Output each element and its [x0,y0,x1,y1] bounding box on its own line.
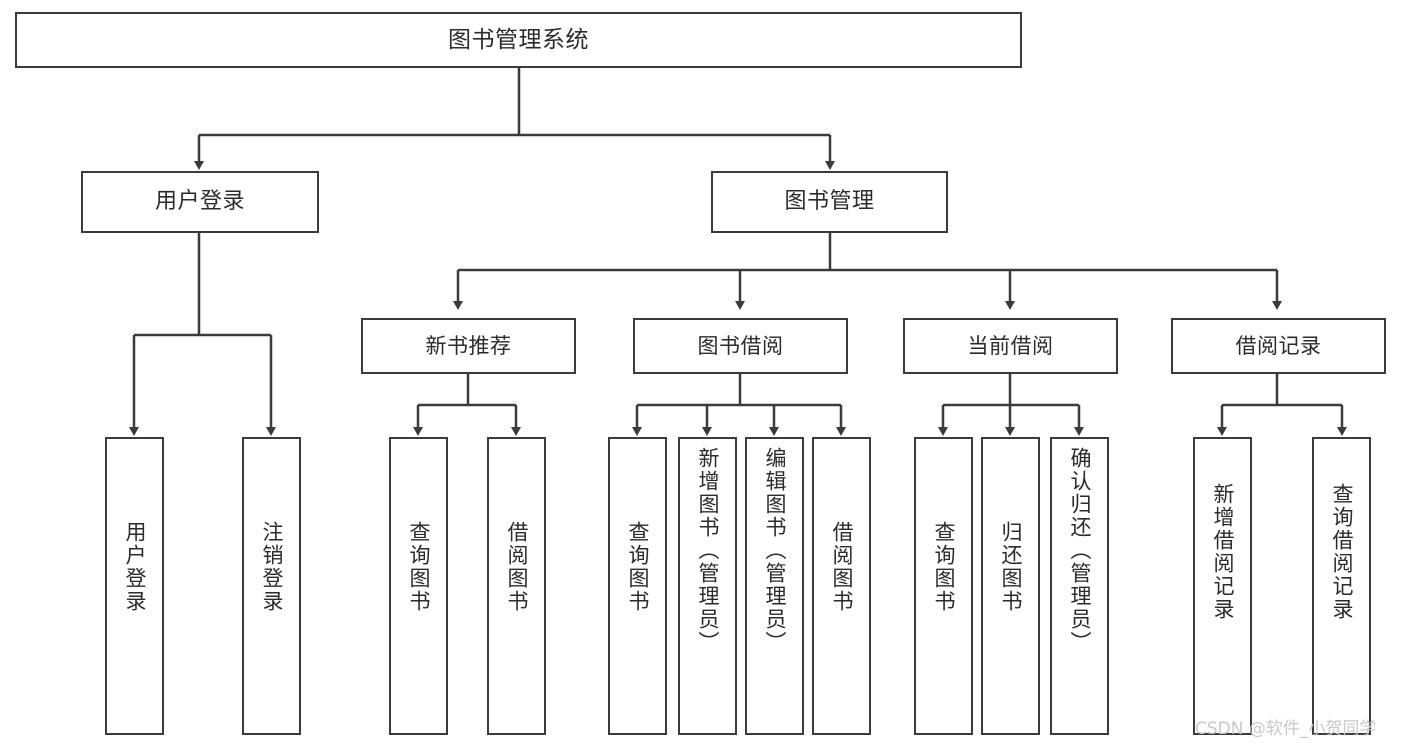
leaf-confirm-return-admin[interactable]: 确认归还（管理员） [1050,437,1109,735]
node-label: 图书管理系统 [448,26,589,53]
leaf-borrow-book[interactable]: 借阅图书 [812,437,871,735]
leaf-add-borrow-record[interactable]: 新增借阅记录 [1193,437,1252,735]
node-root-book-management-system[interactable]: 图书管理系统 [15,12,1022,68]
node-label: 用户登录 [123,521,147,613]
node-label: 借阅图书 [505,521,529,613]
node-label: 借阅记录 [1235,333,1322,358]
leaf-logout-login[interactable]: 注销登录 [242,437,301,735]
node-label: 图书管理 [784,189,875,215]
node-borrow-record[interactable]: 借阅记录 [1171,318,1386,374]
watermark-csdn: CSDN @软件_小贺同学 [1195,719,1377,739]
leaf-query-book-current[interactable]: 查询图书 [914,437,973,735]
node-label: 归还图书 [999,521,1023,613]
node-label: 用户登录 [154,189,245,215]
leaf-add-book-admin[interactable]: 新增图书（管理员） [678,437,737,735]
node-label: 新增借阅记录 [1211,483,1235,621]
node-label: 编辑图书（管理员） [763,447,787,654]
node-label: 借阅图书 [830,521,854,613]
leaf-borrow-book-recommend[interactable]: 借阅图书 [487,437,546,735]
leaf-query-book-borrow[interactable]: 查询图书 [608,437,667,735]
leaf-return-book[interactable]: 归还图书 [981,437,1040,735]
node-label: 新增图书（管理员） [696,447,720,654]
node-label: 查询借阅记录 [1330,483,1354,621]
leaf-edit-book-admin[interactable]: 编辑图书（管理员） [745,437,804,735]
node-label: 新书推荐 [425,333,512,358]
node-label: 查询图书 [626,521,650,613]
leaf-query-book-recommend[interactable]: 查询图书 [389,437,448,735]
node-label: 查询图书 [932,521,956,613]
node-label: 注销登录 [260,521,284,613]
node-label: 当前借阅 [967,333,1054,358]
node-current-borrow[interactable]: 当前借阅 [903,318,1118,374]
leaf-query-borrow-record[interactable]: 查询借阅记录 [1312,437,1371,735]
leaf-user-login[interactable]: 用户登录 [105,437,164,735]
node-new-book-recommend[interactable]: 新书推荐 [361,318,576,374]
node-book-management[interactable]: 图书管理 [711,171,948,233]
node-label: 确认归还（管理员） [1068,447,1092,654]
node-book-borrow[interactable]: 图书借阅 [633,318,848,374]
node-label: 图书借阅 [697,333,784,358]
node-user-login[interactable]: 用户登录 [81,171,319,233]
node-label: 查询图书 [407,521,431,613]
